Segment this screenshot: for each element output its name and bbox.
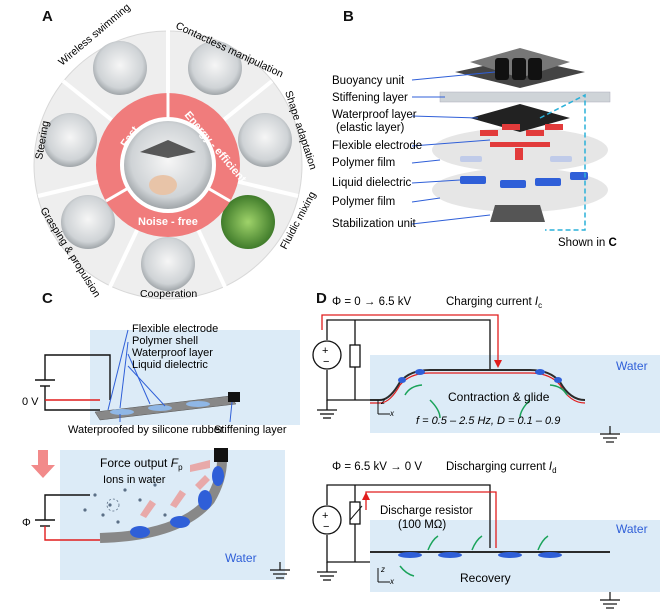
photo-fluidic-mixing [221,195,275,249]
label-polymer-film-top: Polymer film [332,157,395,169]
panel-label-b: B [343,8,354,25]
label-waterproofed-silicone: Waterproofed by silicone rubber [68,424,224,436]
water-label-c: Water [225,551,257,565]
feature-photos [43,41,292,291]
label-polymer-film-bottom: Polymer film [332,196,395,208]
svg-text:−: − [323,521,329,533]
leader-lines [411,71,496,225]
water-region-bottom [60,450,285,580]
phi-charging-label: Φ = 0 → 6.5 kV [332,296,411,308]
flexible-electrode [480,124,563,160]
stabilization-unit [490,205,545,222]
panel-label-c: C [42,290,53,307]
label-polymer-shell: Polymer shell [132,335,198,347]
label-stiffening-layer-c: Stiffening layer [214,424,287,436]
label-buoyancy-unit: Buoyancy unit [332,75,405,87]
panel-b-exploded-view: Buoyancy unit Stiffening layer Waterproo… [332,48,617,249]
axes-d-bottom [377,568,390,583]
axis-x-bottom: x [389,577,395,586]
label-flexible-electrode: Flexible electrode [332,140,422,152]
ground-symbol-c [270,562,290,579]
force-arrows [140,460,210,518]
recovery-arrows [399,535,549,577]
photo-grasping [61,195,115,249]
panel-label-a: A [42,8,53,25]
phi-label: Φ [22,517,31,529]
arched-actuator [370,369,586,401]
contraction-glide-label: Contraction & glide [448,390,550,404]
buoyancy-unit [455,48,585,88]
water-region-d-top [370,355,660,433]
phi-discharging-label: Φ = 6.5 kV → 0 V [332,461,422,473]
ion-dots [83,483,167,524]
svg-text:+: + [322,345,328,357]
photo-cooperation [141,237,195,291]
label-waterproof-layer: Waterproof layer [332,109,417,121]
force-output-label: Force output Fp [100,456,183,472]
axes-d-top [377,400,390,415]
label-cooperation: Cooperation [140,288,197,300]
voltage-source-bottom [312,505,342,535]
discharge-resistor-label: Discharge resistor [380,505,473,517]
charging-current-label: Charging current Ic [446,296,542,310]
label-flexible-electrode-c: Flexible electrode [132,323,218,335]
circuit-d-bottom [317,484,491,581]
axis-z-bottom: z [380,565,385,574]
photo-shape-adaptation [238,113,292,167]
voltage-zero-label: 0 V [22,396,39,408]
transition-arrow [31,450,55,478]
label-liquid-dielectric-c: Liquid dielectric [132,359,208,371]
circuit-d-top [317,319,491,419]
label-stiffening-layer: Stiffening layer [332,92,408,104]
ions-label: Ions in water [103,474,166,486]
center-label-noise: Noise - free [138,216,198,228]
center-photo [124,121,212,209]
voltage-source-top [312,340,342,370]
label-waterproof-layer-c: Waterproof layer [132,347,213,359]
water-label-d-bottom: Water [616,522,648,536]
ground-d-bottom [600,592,620,609]
discharge-resistor-value: (100 MΩ) [398,519,446,531]
svg-text:+: + [322,510,328,522]
label-shown-in-c: Shown in C [558,237,617,249]
panel-c-actuator: 0 V Flexible electrode Polymer shell Wat… [22,323,300,580]
svg-text:−: − [323,356,329,368]
liquid-dielectric [460,172,588,188]
label-elastic-layer: (elastic layer) [336,122,405,134]
photo-wireless-swimming [93,41,147,95]
panel-label-d: D [316,290,327,307]
circuit-top [35,354,111,411]
photo-steering [43,113,97,167]
water-label-d-top: Water [616,359,648,373]
shown-in-c-outline [539,93,586,231]
label-liquid-dielectric: Liquid dielectric [332,177,412,189]
photo-contactless-manipulation [188,41,242,95]
axis-z-top: z [380,397,385,406]
label-stabilization-unit: Stabilization unit [332,218,417,230]
discharging-current-label: Discharging current Id [446,461,557,475]
recovery-label: Recovery [460,571,511,585]
frequency-duty-label: f = 0.5 – 2.5 Hz, D = 0.1 – 0.9 [416,415,560,427]
panel-a-wheel: Fast Energy - efficient Noise - free Wir… [33,1,319,300]
ground-d-top [600,426,620,443]
panel-d-circuits: Φ = 0 → 6.5 kV Charging current Ic + − C… [312,296,660,609]
axis-x-top: x [389,409,395,418]
glide-arrows [404,384,568,419]
